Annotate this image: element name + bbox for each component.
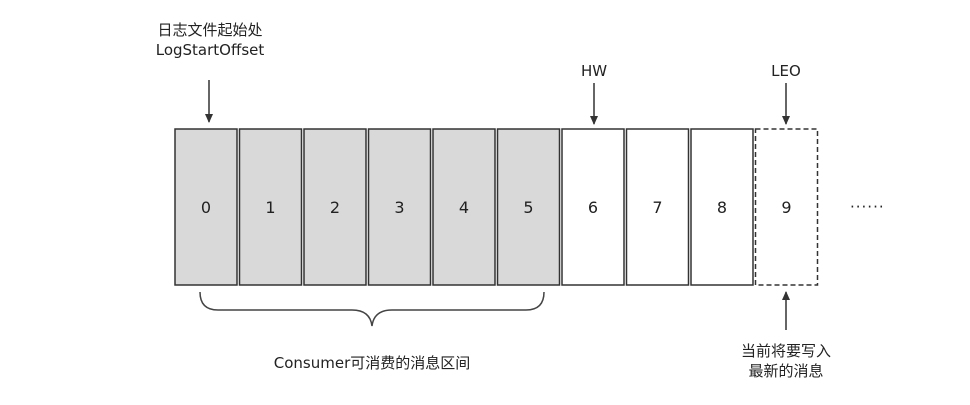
message-offset-label: 3 — [394, 198, 404, 217]
message-cell-box — [561, 128, 625, 286]
consumer-range-brace — [199, 291, 545, 327]
message-offset-label: 6 — [588, 198, 598, 217]
message-offset-label: 2 — [330, 198, 340, 217]
message-cell-box — [690, 128, 754, 286]
message-cell-3: 3 — [367, 128, 432, 286]
hw-label: HW — [580, 62, 608, 80]
message-offset-label: 4 — [459, 198, 469, 217]
next-message-label-line1: 当前将要写入 — [740, 342, 832, 360]
message-offset-label: 5 — [523, 198, 533, 217]
message-cell-1: 1 — [238, 128, 303, 286]
message-cell-8: 8 — [690, 128, 754, 286]
message-cell-box — [367, 128, 432, 286]
message-cell-box — [432, 128, 496, 286]
message-cell-7: 7 — [625, 128, 690, 286]
log-start-label-line2: LogStartOffset — [155, 41, 265, 59]
message-offset-label: 1 — [265, 198, 275, 217]
next-message-label-line2: 最新的消息 — [748, 362, 824, 380]
message-cell-9: 9 — [754, 128, 819, 286]
message-offset-label: 8 — [717, 198, 727, 217]
message-cell-5: 5 — [496, 128, 561, 286]
message-cell-6: 6 — [561, 128, 625, 286]
message-cell-box — [496, 128, 561, 286]
consumer-range-label: Consumer可消费的消息区间 — [273, 354, 471, 372]
message-offset-label: 9 — [781, 198, 791, 217]
log-start-label: 日志文件起始处 LogStartOffset — [156, 20, 265, 60]
leo-label: LEO — [771, 62, 801, 80]
message-cell-box — [303, 128, 367, 286]
message-offset-label: 7 — [652, 198, 662, 217]
message-cell-box — [625, 128, 690, 286]
log-start-label-line1: 日志文件起始处 — [157, 21, 263, 39]
message-cell-box — [754, 128, 819, 286]
message-cell-box — [174, 128, 238, 286]
message-cell-2: 2 — [303, 128, 367, 286]
next-message-label: 当前将要写入 最新的消息 — [741, 341, 831, 381]
message-cell-box — [238, 128, 303, 286]
message-cell-4: 4 — [432, 128, 496, 286]
message-cell-0: 0 — [174, 128, 238, 286]
message-offset-label: 0 — [201, 198, 211, 217]
ellipsis: ······ — [850, 198, 885, 216]
message-cells: 0 1 2 3 4 5 6 7 8 9 — [174, 128, 819, 286]
